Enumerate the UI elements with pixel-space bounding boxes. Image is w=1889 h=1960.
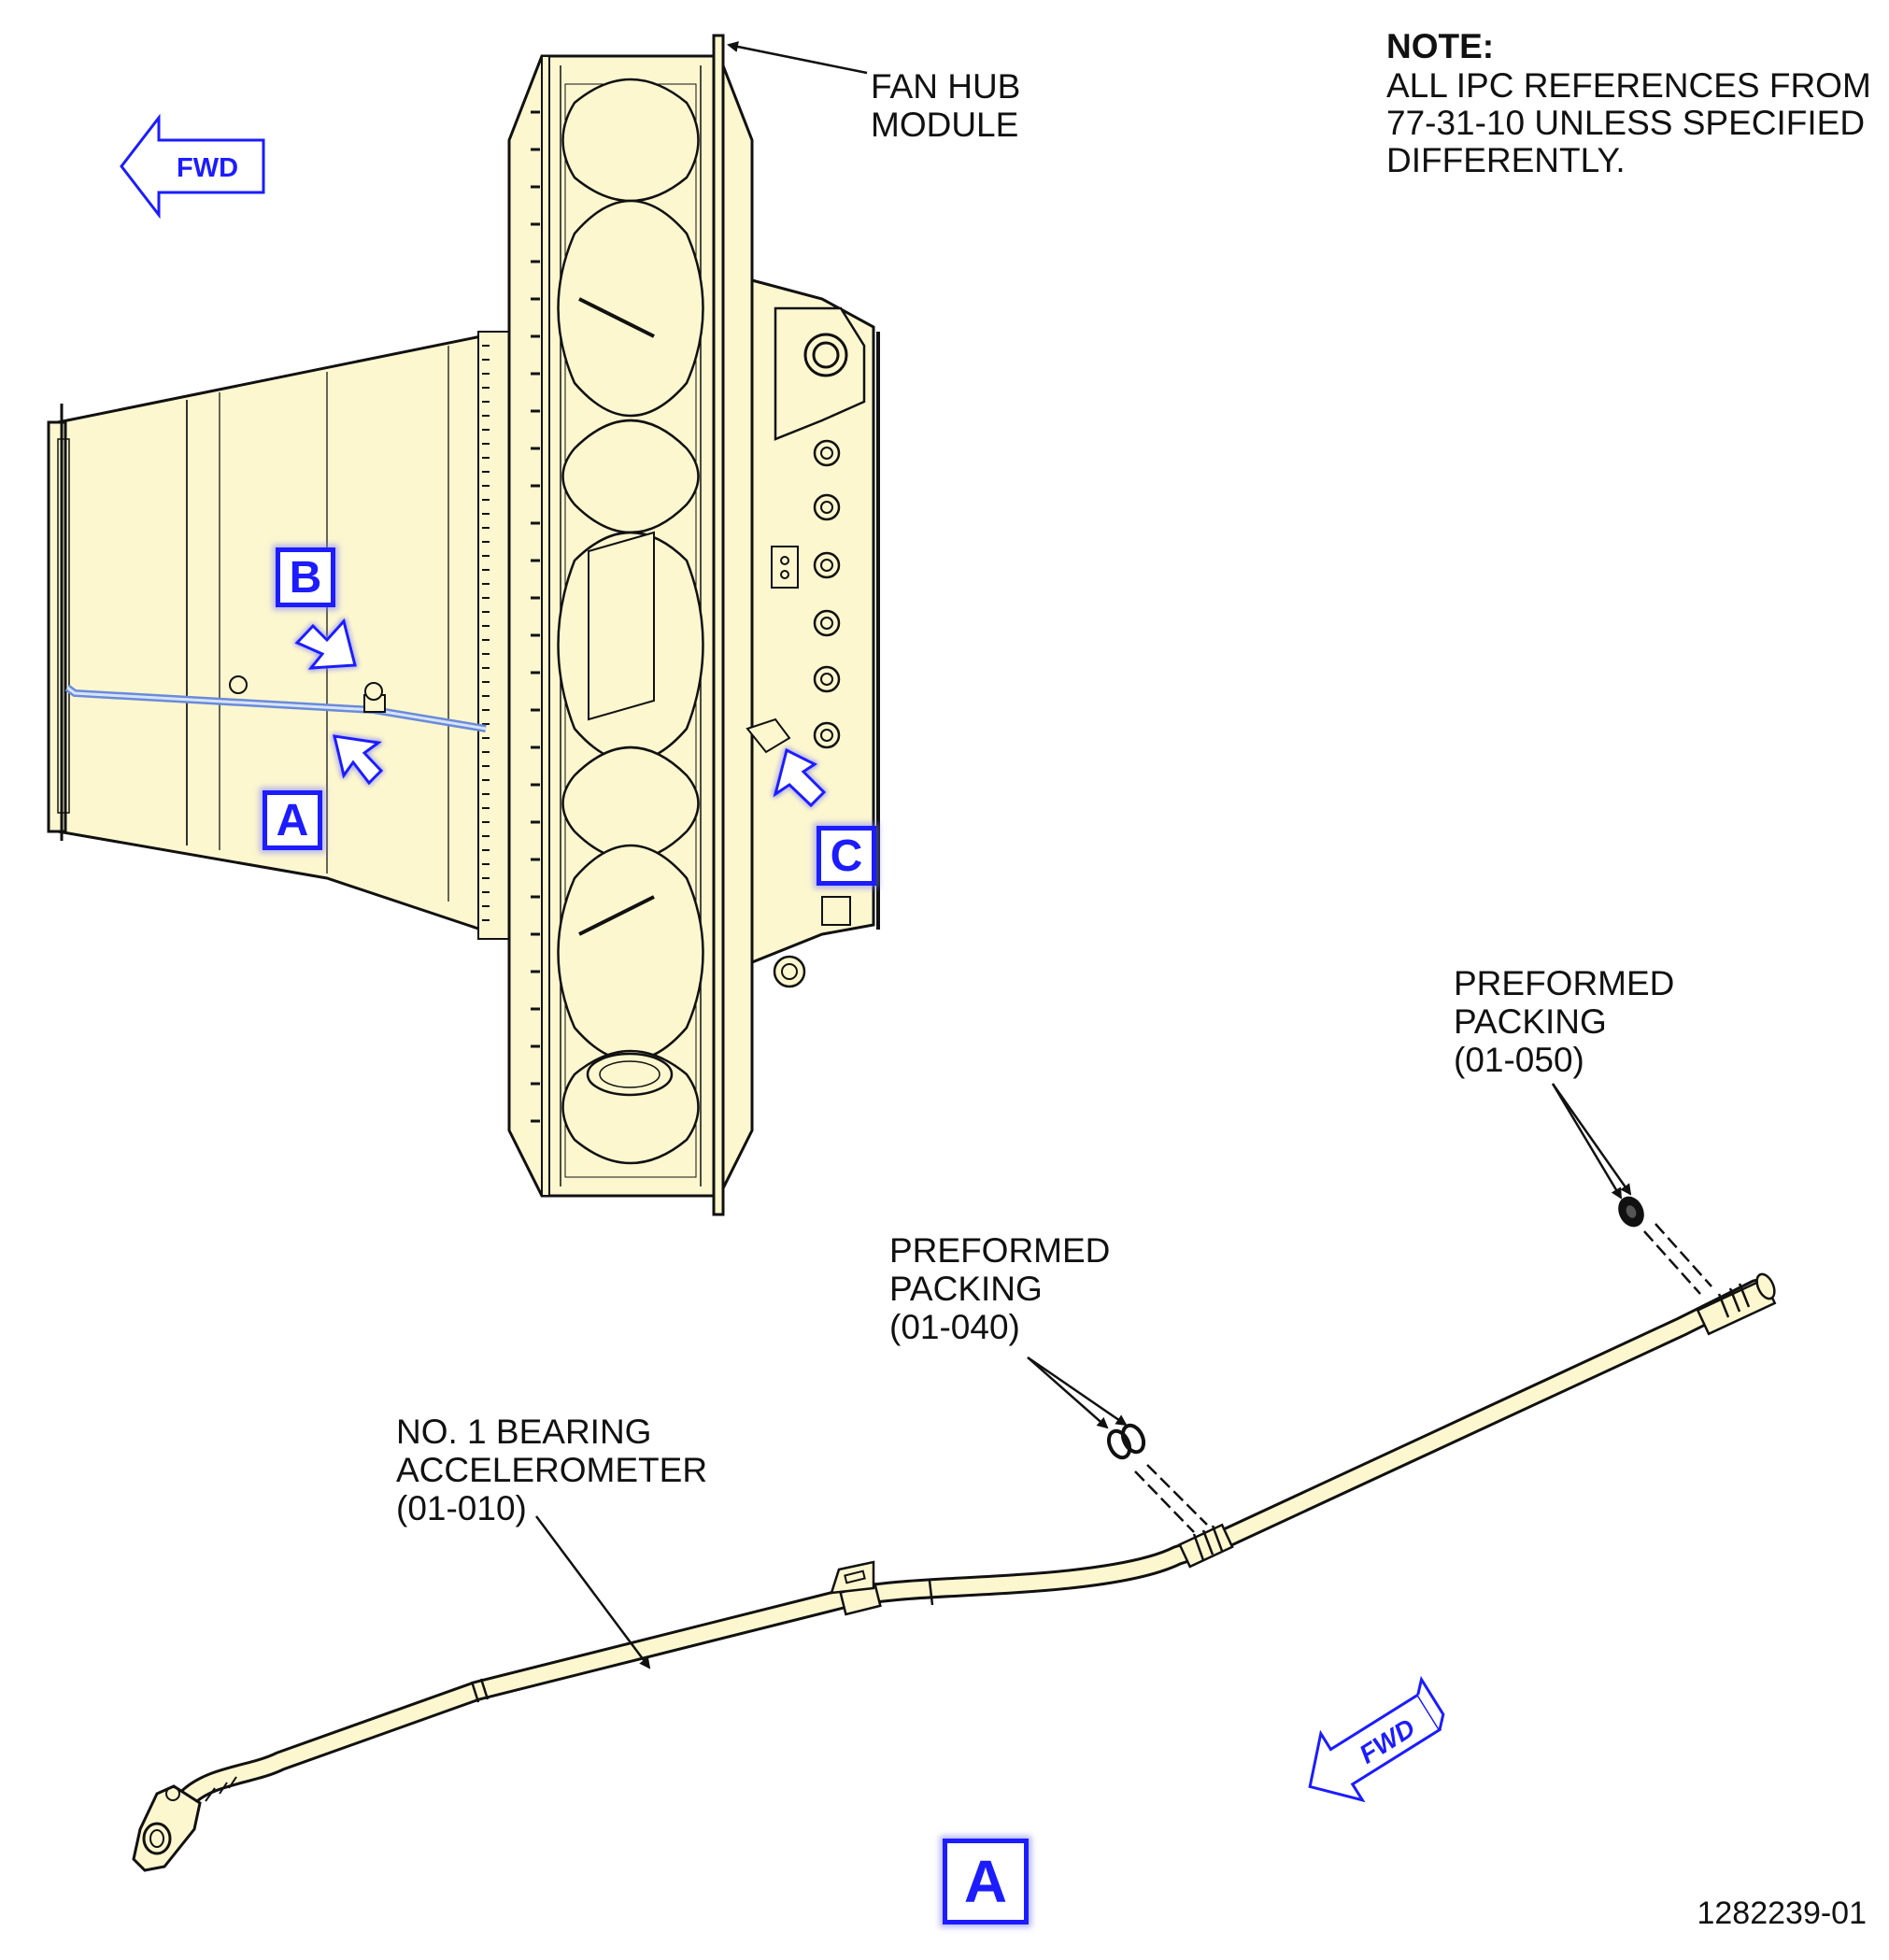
packing-040-label-3: (01-040) bbox=[889, 1308, 1020, 1346]
view-a-marker-top: A bbox=[263, 790, 322, 850]
accelerometer-cable-on-engine bbox=[64, 675, 487, 732]
view-a-arrow-top bbox=[333, 734, 384, 786]
clip-bracket bbox=[830, 1560, 875, 1595]
preformed-packing-040 bbox=[1106, 1423, 1208, 1533]
fan-hub-frame bbox=[507, 34, 754, 1216]
engine-assembly bbox=[47, 34, 880, 1216]
note-title: NOTE: bbox=[1386, 27, 1495, 65]
accelerometer-label-2: ACCELEROMETER bbox=[396, 1451, 708, 1489]
fwd-label-top: FWD bbox=[177, 153, 238, 183]
note-line-1: ALL IPC REFERENCES FROM bbox=[1386, 66, 1871, 105]
packing-050-label-3: (01-050) bbox=[1454, 1041, 1584, 1079]
fwd-arrow-detail: FWD bbox=[1308, 1675, 1445, 1803]
accelerometer-tube-outline bbox=[177, 1279, 1767, 1809]
fan-hub-label-1: FAN HUB bbox=[871, 67, 1021, 106]
preformed-packing-050 bbox=[1618, 1196, 1712, 1295]
view-b-marker: B bbox=[276, 547, 335, 607]
accelerometer-label-1: NO. 1 BEARING bbox=[396, 1413, 652, 1451]
fwd-arrow-top: FWD bbox=[120, 113, 265, 220]
view-c-arrow bbox=[773, 747, 827, 808]
accelerometer-label-3: (01-010) bbox=[396, 1489, 527, 1527]
view-a-detail-marker: A bbox=[943, 1839, 1029, 1924]
detail-leaders bbox=[534, 1083, 1632, 1669]
accelerometer-detail bbox=[132, 1196, 1777, 1872]
packing-040-label-2: PACKING bbox=[889, 1270, 1043, 1308]
end-fitting bbox=[1696, 1272, 1777, 1336]
note-line-3: DIFFERENTLY. bbox=[1386, 141, 1626, 179]
packing-050-label-1: PREFORMED bbox=[1454, 964, 1675, 1002]
note-line-2: 77-31-10 UNLESS SPECIFIED bbox=[1386, 104, 1866, 142]
view-c-marker: C bbox=[817, 826, 876, 886]
fan-hub-leader bbox=[727, 41, 868, 75]
fan-hub-label-2: MODULE bbox=[871, 106, 1019, 144]
packing-050-label-2: PACKING bbox=[1454, 1002, 1607, 1041]
middle-coupling bbox=[1178, 1523, 1234, 1569]
figure-id: 1282239-01 bbox=[1697, 1896, 1867, 1931]
view-b-arrow bbox=[294, 618, 357, 670]
rear-bracket-area bbox=[746, 278, 880, 988]
packing-040-label-1: PREFORMED bbox=[889, 1231, 1111, 1270]
